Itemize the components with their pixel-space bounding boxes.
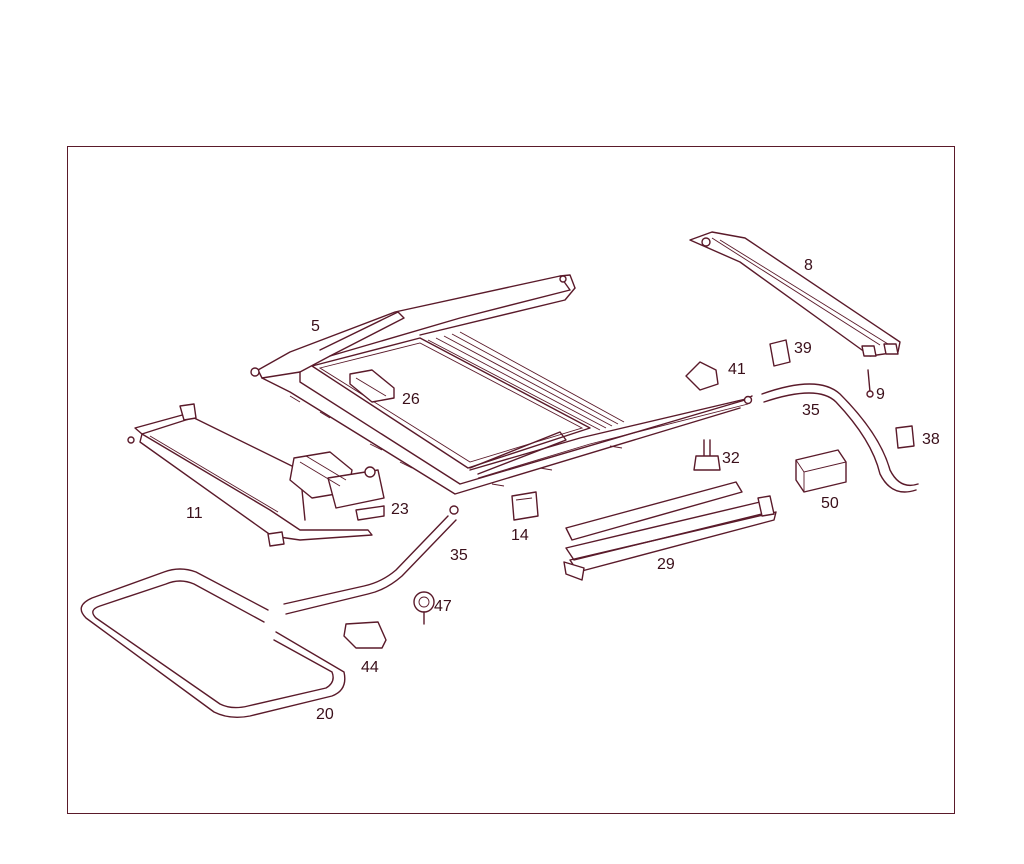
part-39-clip[interactable] bbox=[769, 339, 791, 367]
part-8-guide-rail[interactable] bbox=[689, 231, 901, 357]
callout-47: 47 bbox=[434, 598, 452, 615]
callout-35-left: 35 bbox=[450, 547, 468, 564]
callout-9: 9 bbox=[876, 386, 885, 403]
diagram-frame bbox=[67, 146, 955, 814]
part-32-bolt[interactable] bbox=[693, 439, 721, 471]
part-47-grommet[interactable] bbox=[413, 591, 435, 625]
callout-29: 29 bbox=[657, 556, 675, 573]
callout-32: 32 bbox=[722, 450, 740, 467]
part-29-cable-guide[interactable] bbox=[563, 481, 777, 581]
callout-44: 44 bbox=[361, 659, 379, 676]
callout-50: 50 bbox=[821, 495, 839, 512]
part-41-clip[interactable] bbox=[685, 361, 719, 391]
part-23-drive-motor[interactable] bbox=[289, 451, 385, 521]
part-38-clip[interactable] bbox=[895, 425, 915, 449]
part-35-hose-right[interactable] bbox=[761, 383, 919, 493]
part-5-sunroof-frame[interactable] bbox=[250, 274, 753, 495]
callout-11: 11 bbox=[186, 505, 203, 522]
callout-39: 39 bbox=[794, 340, 812, 357]
part-26-bracket[interactable] bbox=[349, 369, 395, 403]
part-50-block[interactable] bbox=[795, 449, 847, 493]
part-35-hose-left[interactable] bbox=[283, 505, 459, 615]
callout-14: 14 bbox=[511, 527, 529, 544]
callout-20: 20 bbox=[316, 706, 334, 723]
callout-8: 8 bbox=[804, 257, 813, 274]
part-9-screw[interactable] bbox=[866, 369, 874, 398]
callout-26: 26 bbox=[402, 391, 420, 408]
part-20-seal[interactable] bbox=[80, 568, 346, 719]
callout-41: 41 bbox=[728, 361, 746, 378]
callout-5: 5 bbox=[311, 318, 320, 335]
part-14-clip[interactable] bbox=[511, 491, 539, 521]
part-44-clip[interactable] bbox=[343, 621, 387, 649]
callout-38: 38 bbox=[922, 431, 940, 448]
callout-35-right: 35 bbox=[802, 402, 820, 419]
callout-23: 23 bbox=[391, 501, 409, 518]
